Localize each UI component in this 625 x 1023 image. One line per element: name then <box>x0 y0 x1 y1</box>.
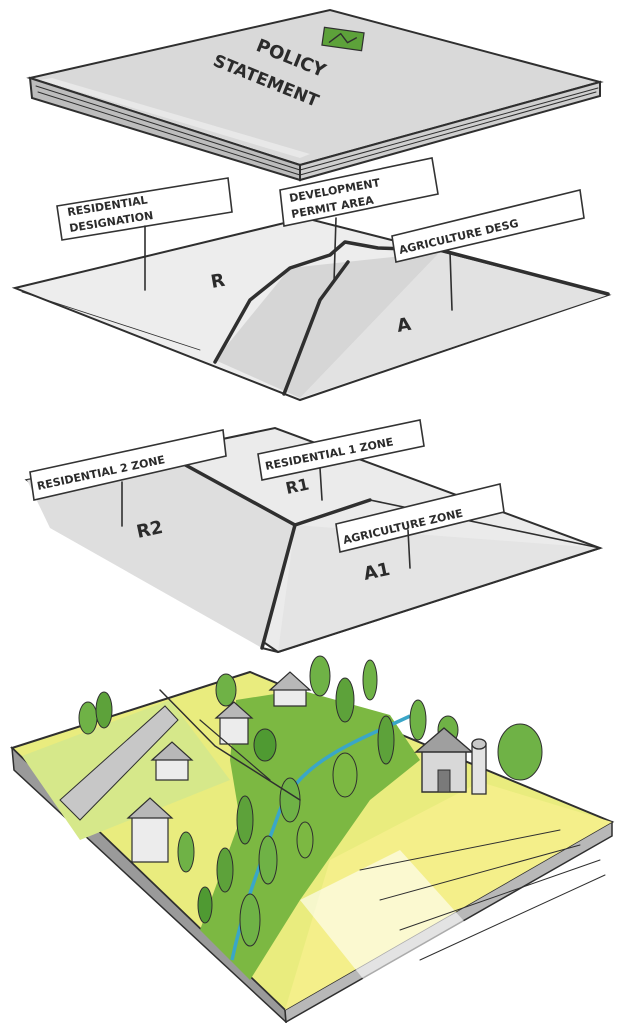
layer-designations: R A RESIDENTIAL DESIGNATION DEVELOPMENT … <box>15 158 608 400</box>
policy-statement-book: POLICY STATEMENT <box>30 10 600 180</box>
silo-icon <box>472 739 486 794</box>
barn-icon <box>416 728 472 792</box>
landscape-layer <box>12 656 612 1022</box>
layer-zones: R2 R1 A1 RESIDENTIAL 2 ZONE RESIDENTIAL … <box>27 420 600 652</box>
house-icon <box>270 672 310 706</box>
